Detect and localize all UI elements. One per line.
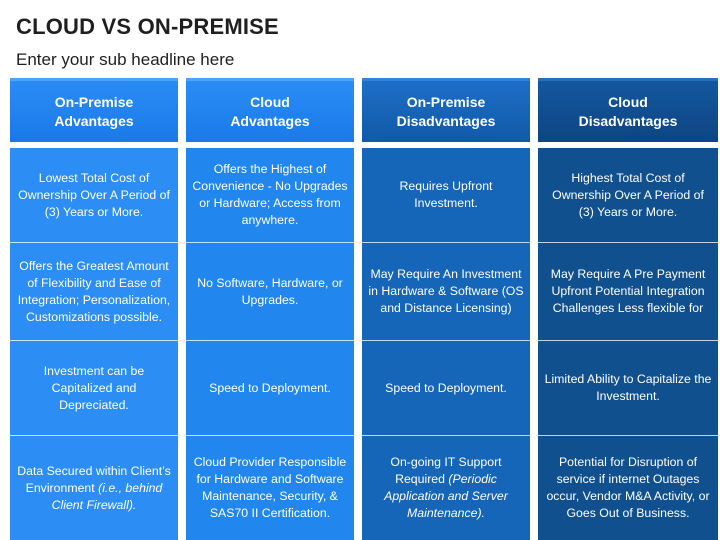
table-cell: Potential for Disruption of service if i…	[538, 436, 718, 540]
table-cell: Speed to Deployment.	[362, 341, 530, 436]
table-cell: On-going IT Support Required (Periodic A…	[362, 436, 530, 540]
table-cell: Investment can be Capitalized and Deprec…	[10, 341, 178, 436]
table-cell: Data Secured within Client’s Environment…	[10, 436, 178, 540]
table-cell: May Require A Pre Payment Upfront Potent…	[538, 243, 718, 341]
header-line: Advantages	[54, 112, 134, 129]
table-cell: No Software, Hardware, or Upgrades.	[186, 243, 354, 341]
table-cell: May Require An Investment in Hardware & …	[362, 243, 530, 341]
table-cell: Lowest Total Cost of Ownership Over A Pe…	[10, 148, 178, 243]
page-subtitle: Enter your sub headline here	[16, 50, 235, 69]
table-cell: Requires Upfront Investment.	[362, 148, 530, 243]
italic-note: (i.e., behind Client Firewall).	[51, 480, 163, 512]
table-cell: Speed to Deployment.	[186, 341, 354, 436]
table-cell: Highest Total Cost of Ownership Over A P…	[538, 148, 718, 243]
table-cell: Limited Ability to Capitalize the Invest…	[538, 341, 718, 436]
table-cell: Offers the Highest of Convenience - No U…	[186, 148, 354, 243]
header-line: On-Premise	[406, 93, 486, 110]
table-cell: Offers the Greatest Amount of Flexibilit…	[10, 243, 178, 341]
header-line: Advantages	[230, 112, 310, 129]
header-line: Disadvantages	[578, 112, 678, 129]
table-cell: Cloud Provider Responsible for Hardware …	[186, 436, 354, 540]
header-line: Cloud	[250, 93, 290, 110]
header-line: Disadvantages	[396, 112, 496, 129]
header-line: Cloud	[608, 93, 648, 110]
header-line: On-Premise	[54, 93, 134, 110]
italic-note: (Periodic Application and Server Mainten…	[384, 472, 508, 520]
page-title: CLOUD VS ON-PREMISE	[16, 14, 279, 39]
